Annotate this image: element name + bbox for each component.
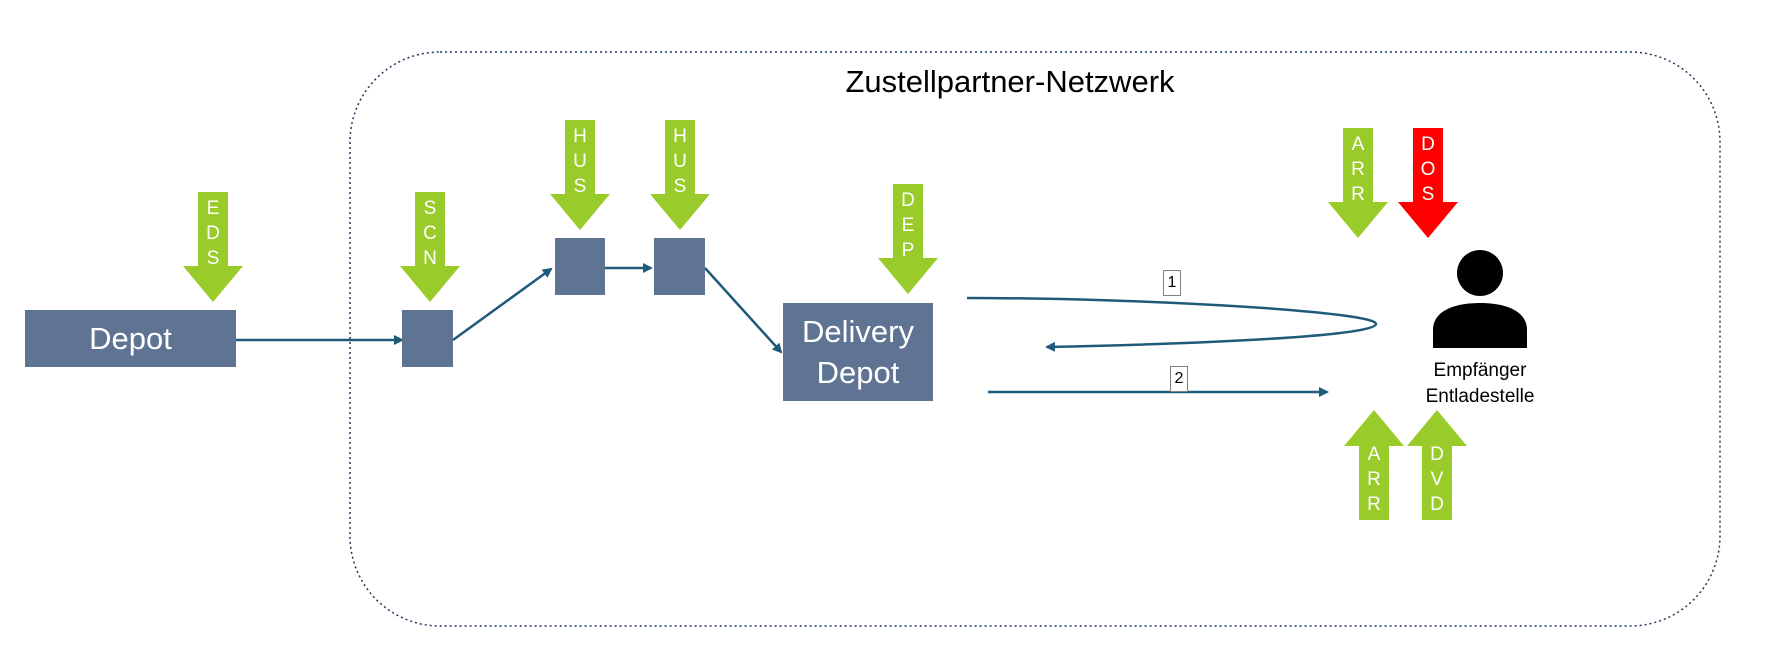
status-arrow-letter: O [1421,159,1436,180]
hub-node-2 [654,238,705,295]
scan-node [402,310,453,367]
status-arrow-letter: D [1430,494,1444,515]
status-arrow-arr-top: ARR [1328,128,1388,238]
status-arrow-letter: H [573,126,587,147]
recipient-label-line1: Empfänger [1433,360,1527,381]
status-arrow-letter: S [1422,184,1435,205]
path-label-2: 2 [1170,366,1188,392]
status-arrow-letter: P [902,240,915,261]
status-arrow-letter: S [207,248,220,269]
status-arrow-letter: V [1431,469,1444,490]
status-arrow-shape [878,184,938,294]
status-arrow-shape [1407,410,1467,520]
status-arrow-letter: D [901,190,915,211]
network-boundary [349,51,1721,627]
status-arrow-letter: E [902,215,915,236]
status-arrow-letter: A [1352,134,1365,155]
status-arrow-shape [1398,128,1458,238]
status-arrow-shape [550,120,610,230]
depot-label: Depot [89,320,172,356]
status-arrow-letter: R [1367,494,1381,515]
status-arrow-dos: DOS [1398,128,1458,238]
status-arrow-letter: R [1351,159,1365,180]
status-arrow-letter: R [1367,469,1381,490]
connector-scan-to-hub1 [452,267,553,342]
status-arrow-shape [1344,410,1404,520]
delivery-depot-box: Delivery Depot [783,303,933,401]
connector-path-1-loop [966,296,1378,352]
status-arrow-letter: D [206,223,220,244]
status-arrow-letter: N [423,248,437,269]
path-label-1: 1 [1163,270,1181,296]
status-arrow-eds: EDS [183,192,243,302]
status-arrow-arr-bottom: ARR [1344,410,1404,520]
status-arrow-letter: S [674,176,687,197]
status-arrow-shape [1328,128,1388,238]
network-title: Zustellpartner-Netzwerk [845,64,1175,99]
status-arrow-dep: DEP [878,184,938,294]
recipient-person-icon [1433,250,1527,348]
status-arrow-letter: D [1430,444,1444,465]
status-arrow-letter: U [673,151,687,172]
recipient-label: Empfänger Entladestelle [1390,358,1570,410]
recipient-label-line2: Entladestelle [1425,386,1535,407]
connector-hub2-to-delivery-depot [704,267,783,354]
status-arrow-letter: R [1351,184,1365,205]
status-arrow-shape [650,120,710,230]
status-arrow-letter: S [574,176,587,197]
status-arrow-shape [183,192,243,302]
status-arrow-letter: E [207,198,220,219]
status-arrow-letter: C [423,223,437,244]
status-arrow-hus-1: HUS [550,120,610,230]
status-arrow-hus-2: HUS [650,120,710,230]
delivery-depot-label-line2: Depot [816,355,900,390]
status-arrow-letter: D [1421,134,1435,155]
delivery-depot-label-line1: Delivery [802,314,914,349]
depot-box: Depot [25,310,236,367]
hub-node-1 [555,238,605,295]
status-arrow-letter: S [424,198,437,219]
status-arrow-letter: A [1368,444,1381,465]
status-arrow-letter: H [673,126,687,147]
status-arrow-letter: U [573,151,587,172]
status-arrow-dvd: DVD [1407,410,1467,520]
status-arrow-shape [400,192,460,302]
status-arrow-scn: SCN [400,192,460,302]
